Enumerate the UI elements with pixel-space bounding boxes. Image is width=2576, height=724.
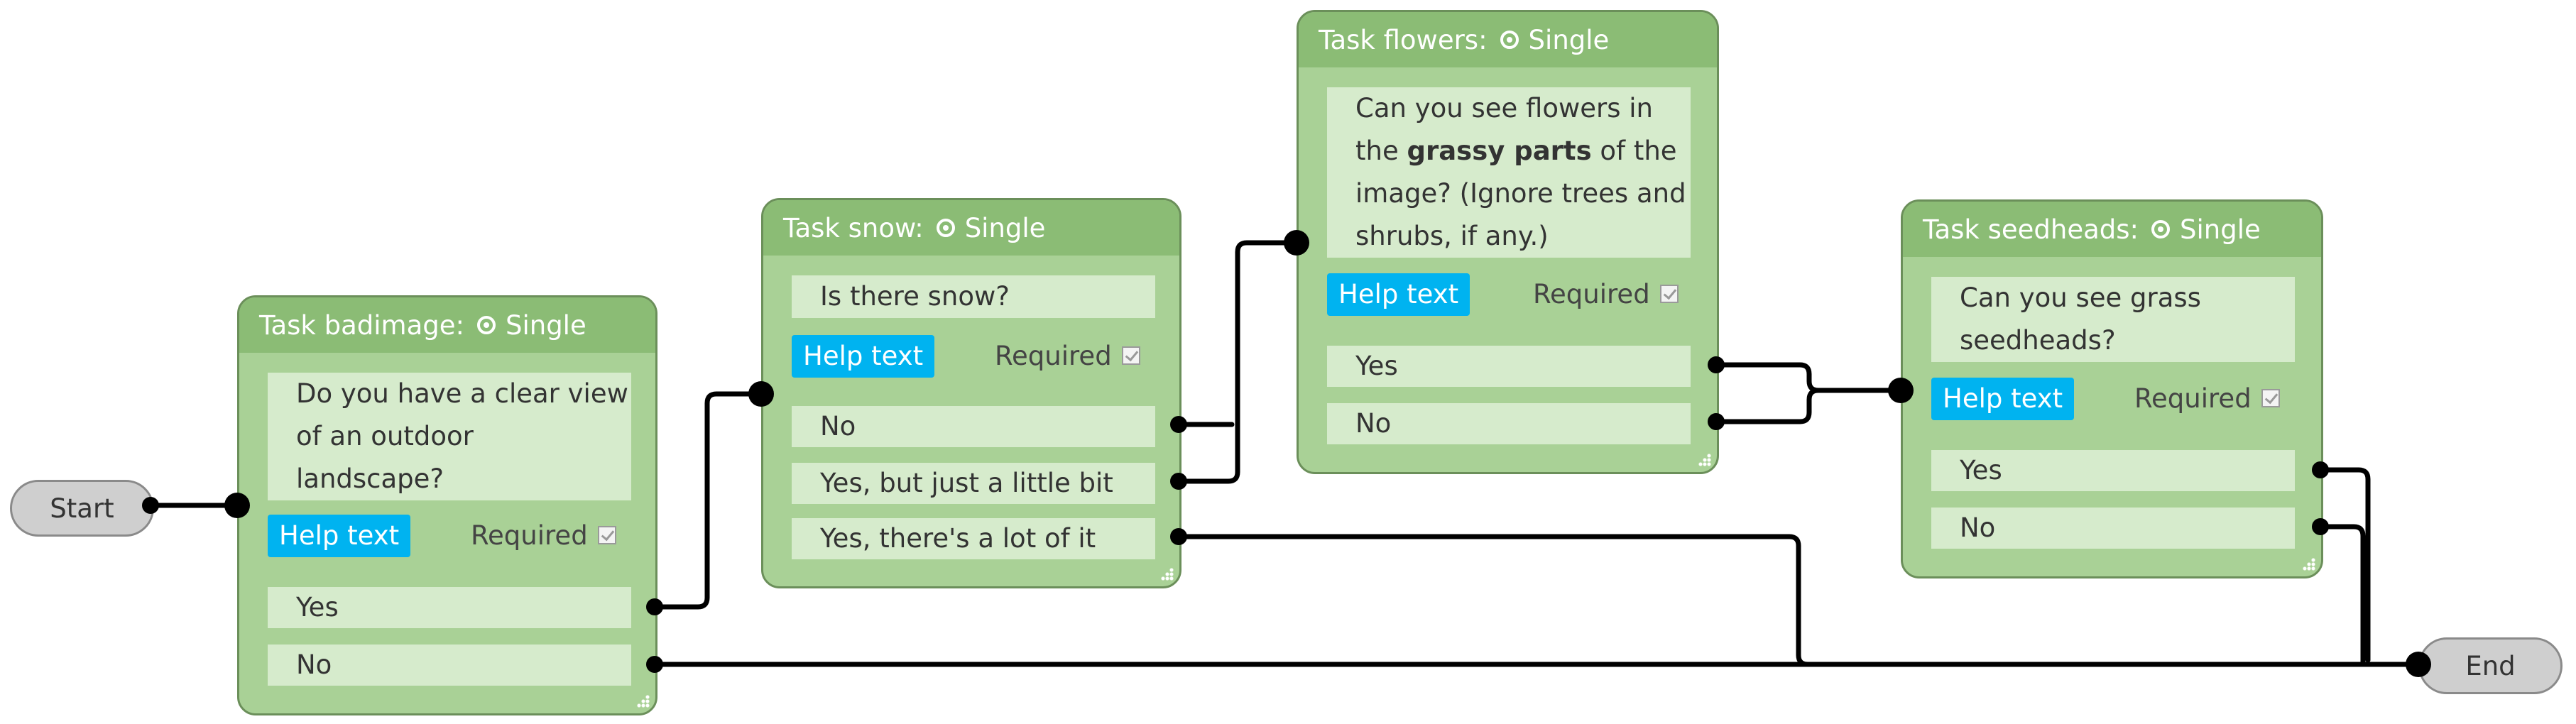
answer-yes[interactable]: Yes [268, 587, 631, 628]
answer-yes[interactable]: Yes [1931, 450, 2295, 491]
radio-single-icon [476, 316, 496, 334]
task-seedheads[interactable]: Task seedheads: Single Can you see grass… [1901, 199, 2323, 578]
answer-no[interactable]: No [792, 406, 1155, 447]
wire-flowers-yes-to-seedheads [1713, 362, 1904, 393]
task-header[interactable]: Task badimage: Single [239, 297, 655, 353]
task-type: Single [505, 309, 586, 341]
task-flowers[interactable]: Task flowers: Single Can you see flowers… [1297, 10, 1719, 474]
start-label: Start [50, 493, 114, 524]
task-type: Single [964, 212, 1046, 243]
task-name: Task seedheads: [1923, 214, 2139, 245]
question-text[interactable]: Do you have a clear view of an outdoor l… [268, 373, 631, 500]
task-type: Single [2180, 214, 2261, 245]
required-toggle[interactable]: Required [2134, 378, 2280, 420]
end-label: End [2465, 650, 2516, 681]
task-header[interactable]: Task flowers: Single [1299, 12, 1717, 67]
required-toggle[interactable]: Required [471, 515, 616, 557]
radio-single-icon [936, 219, 955, 237]
task-type: Single [1528, 24, 1610, 55]
answer-no[interactable]: No [1931, 508, 2295, 549]
answer-yes-lot[interactable]: Yes, there's a lot of it [792, 518, 1155, 559]
help-text-button[interactable]: Help text [1327, 273, 1470, 316]
answer-yes[interactable]: Yes [1327, 346, 1691, 387]
wire-seedheads-yes-to-end [2318, 467, 2371, 663]
required-toggle[interactable]: Required [995, 335, 1140, 378]
answer-no[interactable]: No [1327, 403, 1691, 444]
wire-snow-little-to-flowers [1176, 240, 1299, 484]
required-checkbox[interactable] [2261, 388, 2280, 407]
task-name: Task badimage: [259, 309, 464, 341]
required-checkbox[interactable] [1659, 284, 1679, 303]
task-header[interactable]: Task seedheads: Single [1903, 202, 2321, 257]
radio-single-icon [2151, 220, 2171, 238]
required-toggle[interactable]: Required [1533, 273, 1679, 316]
end-node[interactable]: End [2418, 637, 2563, 694]
required-checkbox[interactable] [1121, 346, 1140, 365]
task-badimage[interactable]: Task badimage: Single Do you have a clea… [237, 295, 657, 715]
question-text[interactable]: Can you see grass seedheads? [1931, 277, 2295, 362]
task-header[interactable]: Task snow: Single [763, 200, 1179, 256]
task-snow[interactable]: Task snow: Single Is there snow? Help te… [761, 198, 1181, 588]
task-name: Task snow: [783, 212, 924, 243]
radio-single-icon [1500, 31, 1519, 49]
help-text-button[interactable]: Help text [1931, 378, 2075, 420]
help-text-button[interactable]: Help text [268, 515, 411, 557]
wire-snow-lot-to-end [1176, 534, 2421, 667]
task-name: Task flowers: [1319, 24, 1488, 55]
question-text[interactable]: Can you see flowers in the grassy parts … [1327, 87, 1691, 258]
start-node[interactable]: Start [10, 480, 154, 537]
answer-yes-little[interactable]: Yes, but just a little bit [792, 463, 1155, 504]
resize-handle[interactable] [637, 695, 650, 708]
required-checkbox[interactable] [597, 525, 616, 544]
resize-handle[interactable] [1161, 568, 1174, 581]
help-text-button[interactable]: Help text [792, 335, 935, 378]
answer-no[interactable]: No [268, 645, 631, 686]
wire-flowers-no-to-seedheads [1713, 388, 1821, 424]
resize-handle[interactable] [2303, 558, 2315, 571]
wire-badimage-yes-to-snow [652, 391, 764, 610]
question-text[interactable]: Is there snow? [792, 275, 1155, 318]
wire-seedheads-no-to-end [2318, 524, 2421, 667]
resize-handle[interactable] [1698, 454, 1711, 466]
